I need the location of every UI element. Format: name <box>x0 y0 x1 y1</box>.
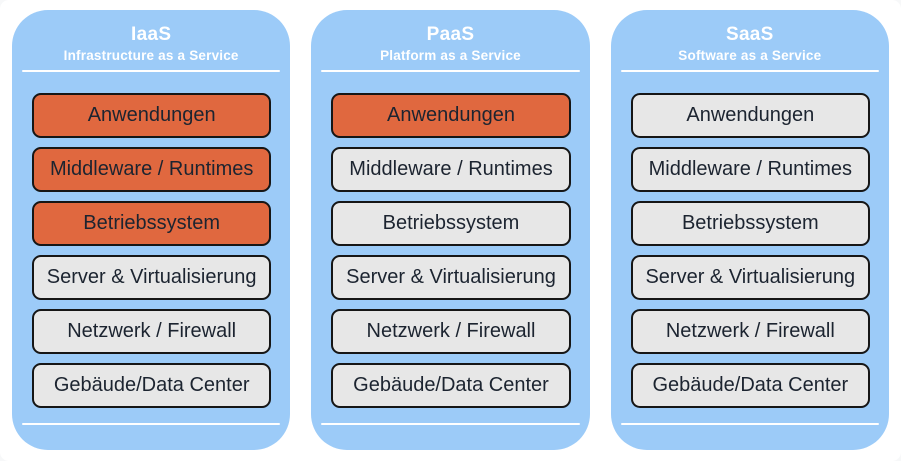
layer-anwendungen: Anwendungen <box>32 93 272 138</box>
column-title: SaaS <box>725 24 774 45</box>
column-title: PaaS <box>426 24 475 45</box>
layer-betriebssystem: Betriebssystem <box>32 201 272 246</box>
column-header-paas: PaaS Platform as a Service <box>311 10 589 64</box>
header-divider <box>22 70 281 72</box>
layer-gebaeude-data-center: Gebäude/Data Center <box>630 363 870 408</box>
column-header-saas: SaaS Software as a Service <box>611 10 889 64</box>
layer-middleware-runtimes: Middleware / Runtimes <box>331 147 571 192</box>
header-divider <box>620 70 879 72</box>
footer-divider <box>321 423 580 425</box>
layer-server-virtualisierung: Server & Virtualisierung <box>331 255 571 300</box>
layer-netzwerk-firewall: Netzwerk / Firewall <box>331 309 571 354</box>
layer-anwendungen: Anwendungen <box>630 93 870 138</box>
layer-betriebssystem: Betriebssystem <box>331 201 571 246</box>
column-subtitle: Infrastructure as a Service <box>63 48 239 63</box>
column-paas: PaaS Platform as a Service Anwendungen M… <box>311 10 590 450</box>
layer-stack-saas: Anwendungen Middleware / Runtimes Betrie… <box>611 72 889 408</box>
footer-divider <box>22 423 281 425</box>
layer-gebaeude-data-center: Gebäude/Data Center <box>331 363 571 408</box>
column-title: IaaS <box>131 24 172 45</box>
layer-server-virtualisierung: Server & Virtualisierung <box>630 255 870 300</box>
column-subtitle: Platform as a Service <box>380 48 521 63</box>
layer-middleware-runtimes: Middleware / Runtimes <box>630 147 870 192</box>
layer-middleware-runtimes: Middleware / Runtimes <box>32 147 272 192</box>
column-header-iaas: IaaS Infrastructure as a Service <box>12 10 290 64</box>
layer-netzwerk-firewall: Netzwerk / Firewall <box>630 309 870 354</box>
column-iaas: IaaS Infrastructure as a Service Anwendu… <box>12 10 291 450</box>
layer-netzwerk-firewall: Netzwerk / Firewall <box>32 309 272 354</box>
layer-anwendungen: Anwendungen <box>331 93 571 138</box>
layer-stack-paas: Anwendungen Middleware / Runtimes Betrie… <box>311 72 589 408</box>
layer-server-virtualisierung: Server & Virtualisierung <box>32 255 272 300</box>
header-divider <box>321 70 580 72</box>
layer-stack-iaas: Anwendungen Middleware / Runtimes Betrie… <box>12 72 290 408</box>
layer-betriebssystem: Betriebssystem <box>630 201 870 246</box>
layer-gebaeude-data-center: Gebäude/Data Center <box>32 363 272 408</box>
footer-divider <box>620 423 879 425</box>
column-subtitle: Software as a Service <box>678 48 822 63</box>
column-saas: SaaS Software as a Service Anwendungen M… <box>610 10 889 450</box>
